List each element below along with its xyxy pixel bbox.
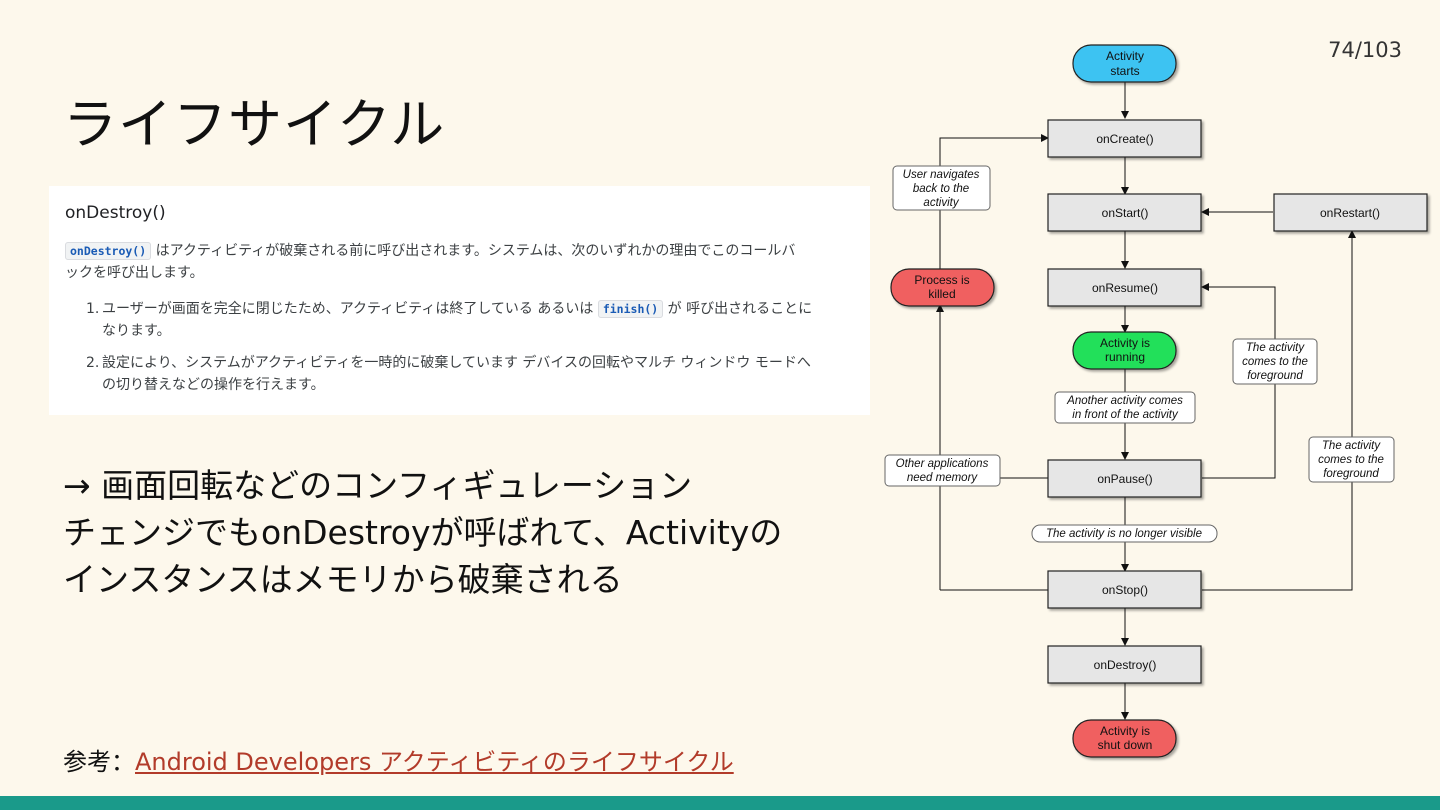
list-number: 1. [86, 301, 100, 317]
other-apps-box [884, 454, 1001, 487]
another-activity-line-1: Another activity comes [1066, 395, 1183, 407]
body-line-1: → 画面回転などのコンフィギュレーション [63, 466, 693, 505]
on-pause-box: onPause() [1047, 459, 1202, 498]
doc-excerpt-card: onDestroy() onDestroy() はアクティビティが破棄される前に… [49, 186, 870, 415]
killed-label-2: killed [928, 287, 955, 301]
list-item-text: ユーザーが画面を完全に閉じたため、アクティビティは終了している あるいは [102, 301, 598, 317]
footer-bar [0, 796, 1440, 810]
user-navigates-line-2: back to the [913, 183, 969, 195]
another-activity-box [1054, 391, 1196, 424]
foreground-restart-line-1: The activity [1322, 440, 1381, 452]
on-start-box: onStart() [1047, 193, 1202, 232]
on-create-label: onCreate() [1096, 132, 1153, 146]
running-terminator [1072, 331, 1177, 370]
doc-paragraph-line1: はアクティビティが破棄される前に呼び出されます。システムは、次のいずれかの理由で… [151, 243, 796, 259]
killed-label-1: Process is [914, 273, 969, 287]
on-create-box: onCreate() [1047, 119, 1202, 158]
code-finish: finish() [597, 300, 664, 318]
user-navigates-box [892, 165, 991, 211]
doc-heading: onDestroy() [65, 203, 166, 223]
on-restart-box: onRestart() [1273, 193, 1428, 232]
list-item: 1. ユーザーが画面を完全に閉じたため、アクティビティは終了している あるいは … [86, 298, 861, 342]
arrow-stop-to-restart [1202, 230, 1356, 591]
foreground-restart-line-2: comes to the [1318, 454, 1384, 466]
doc-paragraph: onDestroy() はアクティビティが破棄される前に呼び出されます。システム… [65, 240, 860, 284]
user-navigates-line-3: activity [923, 197, 959, 209]
list-item-text-line2: の切り替えなどの操作を行えます。 [102, 377, 325, 393]
arrow-killed-to-create [939, 134, 1049, 274]
foreground-note-resume-box [1232, 338, 1318, 385]
doc-paragraph-line2: ックを呼び出します。 [65, 265, 204, 281]
on-pause-label: onPause() [1097, 472, 1152, 486]
shutdown-label-2: shut down [1098, 738, 1153, 752]
list-item: 2. 設定により、システムがアクティビティを一時的に破棄しています デバイスの回… [86, 352, 861, 396]
reference-label: 参考： [63, 748, 135, 776]
running-label-2: running [1105, 350, 1145, 364]
activity-starts-node: Activity starts [1072, 44, 1177, 83]
on-start-rect [1047, 193, 1202, 232]
on-destroy-box: onDestroy() [1047, 645, 1202, 684]
user-navigates-note: User navigates back to the activity [892, 165, 991, 211]
on-destroy-rect [1047, 645, 1202, 684]
other-apps-note: Other applications need memory [884, 454, 1001, 487]
foreground-resume-line-3: foreground [1247, 370, 1303, 382]
another-activity-note: Another activity comes in front of the a… [1054, 391, 1196, 424]
foreground-note-restart: The activity comes to the foreground [1308, 436, 1395, 483]
on-stop-rect [1047, 570, 1202, 609]
on-destroy-label: onDestroy() [1094, 658, 1157, 672]
shutdown-label-1: Activity is [1100, 724, 1150, 738]
list-item-text-after: が 呼び出されることに [663, 301, 813, 317]
page-number: 74/103 [1328, 38, 1402, 62]
foreground-restart-line-3: foreground [1323, 468, 1379, 480]
start-label-2: starts [1110, 64, 1139, 78]
foreground-resume-line-1: The activity [1246, 342, 1305, 354]
on-stop-box: onStop() [1047, 570, 1202, 609]
on-stop-label: onStop() [1102, 583, 1148, 597]
on-restart-label: onRestart() [1320, 206, 1380, 220]
on-resume-box: onResume() [1047, 268, 1202, 307]
body-line-3: インスタンスはメモリから破棄される [63, 560, 623, 599]
on-start-label: onStart() [1102, 206, 1149, 220]
on-pause-rect [1047, 459, 1202, 498]
activity-lifecycle-diagram: Activity starts onCreate() onStart() onR… [884, 44, 1428, 758]
list-number: 2. [86, 355, 100, 371]
start-label-1: Activity [1106, 49, 1144, 63]
body-text: → 画面回転などのコンフィギュレーション チェンジでもonDestroyが呼ばれ… [63, 462, 863, 603]
on-resume-rect [1047, 268, 1202, 307]
running-label-1: Activity is [1100, 336, 1150, 350]
list-item-text: 設定により、システムがアクティビティを一時的に破棄しています デバイスの回転やマ… [102, 355, 811, 371]
body-line-2: チェンジでもonDestroyが呼ばれて、Activityの [63, 513, 783, 552]
activity-running-node: Activity is running [1072, 331, 1177, 370]
on-create-rect [1047, 119, 1202, 158]
other-apps-line-2: need memory [907, 472, 979, 484]
another-activity-line-2: in front of the activity [1072, 409, 1179, 421]
reference: 参考：Android Developers アクティビティのライフサイクル [63, 742, 734, 777]
on-resume-label: onResume() [1092, 281, 1158, 295]
activity-shutdown-node: Activity is shut down [1072, 719, 1177, 758]
process-killed-node: Process is killed [890, 268, 995, 307]
other-apps-line-1: Other applications [896, 458, 989, 470]
no-longer-visible-label: The activity is no longer visible [1046, 528, 1202, 540]
shutdown-terminator [1072, 719, 1177, 758]
no-longer-visible-box [1031, 524, 1218, 543]
on-restart-rect [1273, 193, 1428, 232]
foreground-resume-line-2: comes to the [1242, 356, 1308, 368]
reference-link[interactable]: Android Developers アクティビティのライフサイクル [135, 748, 734, 776]
killed-terminator [890, 268, 995, 307]
no-longer-visible-note: The activity is no longer visible [1031, 524, 1218, 543]
list-item-text-line2: なります。 [102, 323, 171, 339]
code-ondestroy: onDestroy() [65, 242, 152, 260]
start-terminator [1072, 44, 1177, 83]
foreground-note-restart-box [1308, 436, 1395, 483]
doc-reasons-list: 1. ユーザーが画面を完全に閉じたため、アクティビティは終了している あるいは … [86, 298, 861, 406]
slide-title: ライフサイクル [63, 93, 446, 156]
foreground-note-resume: The activity comes to the foreground [1232, 338, 1318, 385]
user-navigates-line-1: User navigates [903, 169, 980, 181]
